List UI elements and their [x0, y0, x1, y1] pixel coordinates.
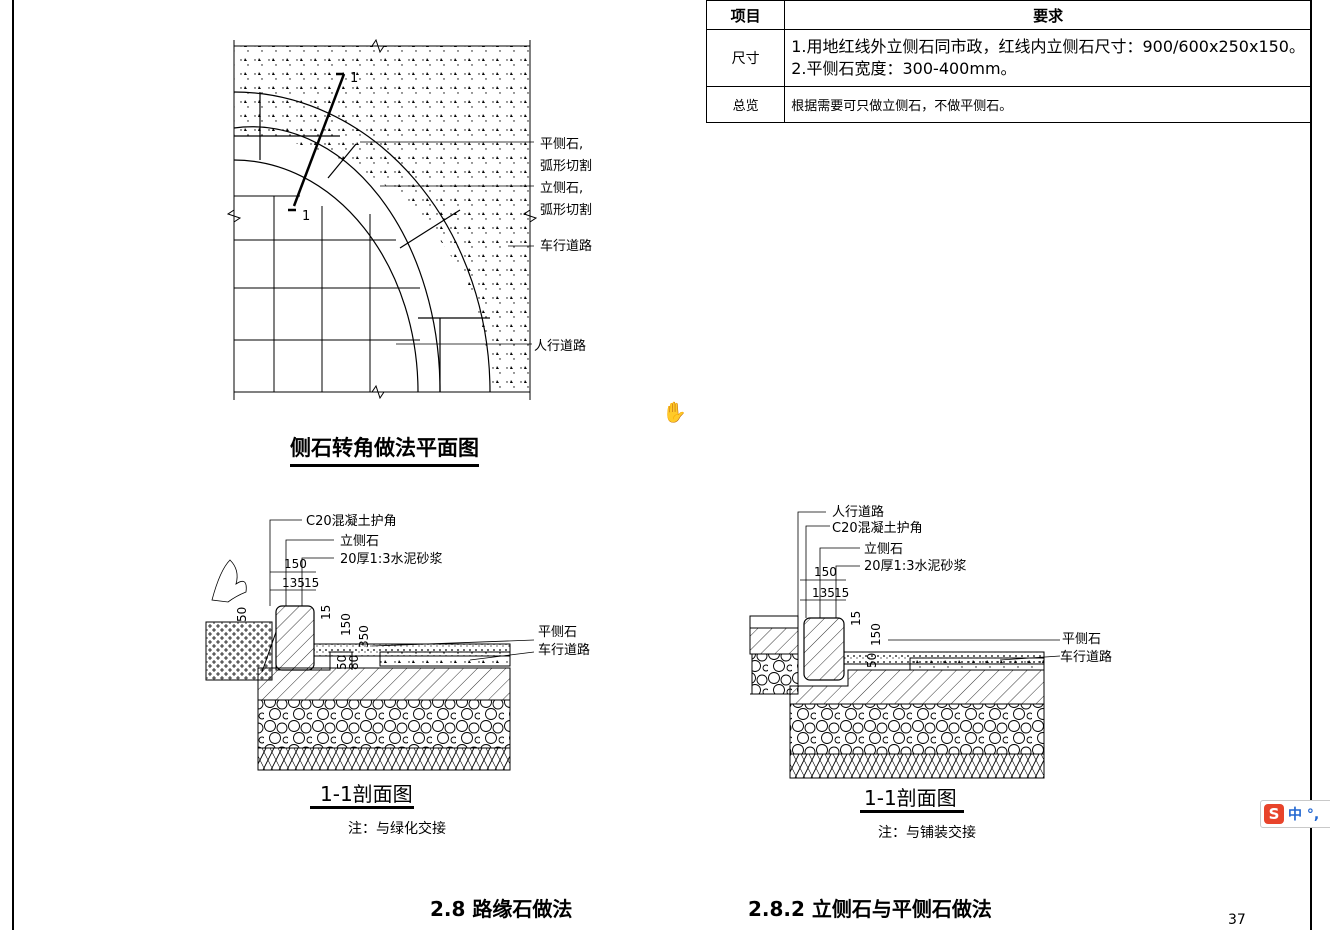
sogou-logo-icon[interactable]: S — [1264, 804, 1284, 824]
plan-label: 人行道路 — [534, 338, 586, 354]
section-left-title-underline — [310, 806, 414, 809]
plan-drawing: 1 1 平侧石, 弧形切割 立侧石, 弧形切割 车行道路 人行道路 — [226, 38, 592, 400]
section-right-label: 车行道路 — [1060, 649, 1112, 665]
dim-label: 135 — [282, 576, 305, 590]
page-number: 37 — [1228, 912, 1246, 928]
dim-label: 150 — [869, 623, 883, 646]
table-header-item: 项目 — [705, 0, 786, 30]
dim-label: 135 — [812, 586, 835, 600]
section-left-label: 车行道路 — [538, 642, 590, 658]
plan-title: 侧石转角做法平面图 — [290, 432, 479, 467]
requirement-line: 根据需要可只做立侧石，不做平侧石。 — [791, 99, 1013, 114]
dim-label: 150 — [814, 565, 837, 579]
dim-label: 50 — [335, 655, 349, 670]
dim-label: 15 — [304, 576, 319, 590]
ime-toolbar[interactable]: S 中 °, — [1260, 800, 1330, 828]
section-right-drawing: 人行道路 C20混凝土护角 立侧石 20厚1:3水泥砂浆 平侧石 车行道路 15… — [749, 504, 1112, 779]
section-left-label: 立侧石 — [340, 534, 379, 549]
dim-label: 80 — [347, 655, 361, 670]
requirements-table: 项目 要求 尺寸 1.用地红线外立侧石同市政，红线内立侧石尺寸：900/600x… — [705, 0, 1312, 123]
plan-label: 立侧石, — [540, 181, 583, 196]
ime-mode-text[interactable]: 中 °, — [1288, 807, 1320, 823]
dim-label: 350 — [357, 625, 371, 648]
section-left-label: 20厚1:3水泥砂浆 — [340, 552, 442, 567]
dim-label: 15 — [319, 605, 333, 620]
table-row-value: 根据需要可只做立侧石，不做平侧石。 — [784, 86, 1312, 123]
hand-cursor-icon: ✋ — [662, 400, 687, 424]
dim-label: 150 — [339, 613, 353, 636]
dim-label: 15 — [849, 611, 863, 626]
table-header-requirement: 要求 — [784, 0, 1312, 30]
sheet-border-right — [1310, 0, 1312, 930]
table-row-value: 1.用地红线外立侧石同市政，红线内立侧石尺寸：900/600x250x150。 … — [784, 29, 1312, 87]
requirement-line: 1.用地红线外立侧石同市政，红线内立侧石尺寸：900/600x250x150。 — [791, 37, 1305, 56]
plan-label: 弧形切割 — [540, 202, 592, 218]
dim-label: 50 — [235, 607, 249, 622]
section-left-label: C20混凝土护角 — [306, 513, 397, 529]
section-right-label: 立侧石 — [864, 542, 903, 557]
dim-label: 150 — [284, 557, 307, 571]
section-right-note: 注：与铺装交接 — [878, 825, 976, 841]
section-left-label: 平侧石 — [538, 625, 577, 640]
plan-label: 平侧石, — [540, 137, 583, 152]
plan-label: 车行道路 — [540, 238, 592, 254]
section-marker-bottom: 1 — [302, 209, 310, 224]
section-left-note: 注：与绿化交接 — [348, 821, 446, 837]
section-right-title-underline — [860, 810, 964, 813]
section-right-label: C20混凝土护角 — [832, 520, 923, 536]
requirement-line: 2.平侧石宽度：300-400mm。 — [791, 59, 1017, 78]
footer-heading-left: 2.8 路缘石做法 — [430, 897, 573, 921]
section-left-drawing: C20混凝土护角 立侧石 20厚1:3水泥砂浆 平侧石 车行道路 150 135… — [205, 513, 590, 771]
section-right-label: 平侧石 — [1062, 632, 1101, 647]
section-right-label: 20厚1:3水泥砂浆 — [864, 559, 966, 574]
section-right-label: 人行道路 — [832, 504, 884, 520]
section-right-title: 1-1剖面图 — [864, 786, 957, 810]
footer-heading-right: 2.8.2 立侧石与平侧石做法 — [748, 897, 992, 921]
plan-label: 弧形切割 — [540, 158, 592, 174]
dim-label: 50 — [865, 653, 879, 668]
table-row-key: 总览 — [705, 86, 786, 123]
section-marker-top: 1 — [350, 71, 358, 86]
dim-label: 15 — [834, 586, 849, 600]
sheet-border-left — [12, 0, 14, 930]
section-left-title: 1-1剖面图 — [320, 782, 413, 806]
